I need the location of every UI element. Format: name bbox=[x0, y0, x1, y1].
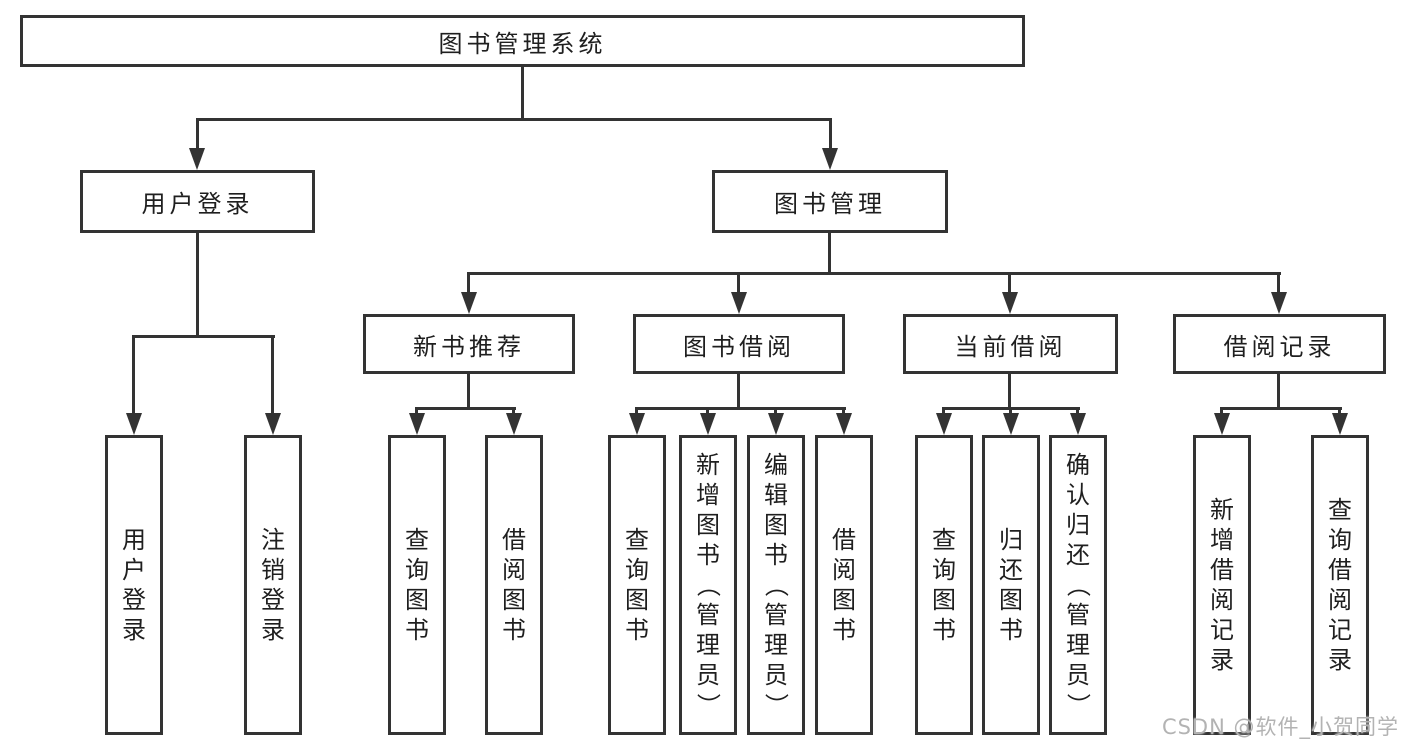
leaf-add-books-admin: 新增图书（管理员） bbox=[679, 435, 737, 735]
connector-stub bbox=[1008, 272, 1011, 298]
node-borrow-records: 借阅记录 bbox=[1173, 314, 1386, 374]
leaf-label: 注销登录 bbox=[261, 526, 285, 644]
node-label: 借阅记录 bbox=[1223, 332, 1336, 361]
connector-rail bbox=[1220, 407, 1342, 410]
arrow-down-icon bbox=[768, 413, 784, 435]
leaf-label: 归还图书 bbox=[999, 526, 1023, 644]
arrow-down-icon bbox=[506, 413, 522, 435]
node-library-management-system: 图书管理系统 bbox=[20, 15, 1025, 67]
node-label: 用户登录 bbox=[141, 190, 254, 218]
leaf-label: 借阅图书 bbox=[832, 526, 856, 644]
arrow-down-icon bbox=[936, 413, 952, 435]
arrow-down-icon bbox=[1070, 413, 1086, 435]
connector-rail bbox=[132, 335, 275, 338]
leaf-borrow-books: 借阅图书 bbox=[815, 435, 873, 735]
leaf-user-login: 用户登录 bbox=[105, 435, 163, 735]
leaf-add-borrow-record: 新增借阅记录 bbox=[1193, 435, 1251, 735]
leaf-label: 新增图书（管理员） bbox=[694, 451, 722, 717]
arrow-down-icon bbox=[409, 413, 425, 435]
connector-drop bbox=[1277, 372, 1280, 409]
arrow-down-icon bbox=[1003, 413, 1019, 435]
connector-stub bbox=[467, 272, 470, 298]
connector-stub bbox=[942, 407, 945, 417]
arrow-down-icon bbox=[1002, 292, 1018, 314]
connector-stub bbox=[1220, 407, 1223, 417]
connector-root-rail bbox=[196, 118, 832, 121]
arrow-down-icon bbox=[1271, 292, 1287, 314]
leaf-query-borrow-record: 查询借阅记录 bbox=[1311, 435, 1369, 735]
arrow-down-icon bbox=[700, 413, 716, 435]
connector-drop bbox=[467, 372, 470, 409]
connector-stub bbox=[512, 407, 515, 417]
connector-rail bbox=[635, 407, 846, 410]
arrow-down-icon bbox=[1214, 413, 1230, 435]
arrow-down-icon bbox=[265, 413, 281, 435]
connector-rail bbox=[467, 272, 1281, 275]
leaf-label: 借阅图书 bbox=[502, 526, 526, 644]
node-current-borrowing: 当前借阅 bbox=[903, 314, 1118, 374]
arrow-down-icon bbox=[1332, 413, 1348, 435]
leaf-query-books-borrowing: 查询图书 bbox=[608, 435, 666, 735]
node-label: 图书管理系统 bbox=[438, 29, 607, 58]
connector-drop bbox=[1008, 372, 1011, 409]
node-book-management: 图书管理 bbox=[712, 170, 948, 233]
node-label: 图书借阅 bbox=[683, 332, 795, 361]
connector-stub bbox=[829, 118, 832, 152]
node-label: 图书管理 bbox=[774, 190, 886, 218]
arrow-down-icon bbox=[629, 413, 645, 435]
connector-stub bbox=[415, 407, 418, 417]
leaf-label: 用户登录 bbox=[122, 526, 146, 644]
leaf-edit-books-admin: 编辑图书（管理员） bbox=[747, 435, 805, 735]
leaf-label: 查询图书 bbox=[625, 526, 649, 644]
leaf-label: 查询图书 bbox=[932, 526, 956, 644]
arrow-down-icon bbox=[461, 292, 477, 314]
node-user-login: 用户登录 bbox=[80, 170, 315, 233]
node-book-borrowing: 图书借阅 bbox=[633, 314, 845, 374]
leaf-label: 编辑图书（管理员） bbox=[762, 451, 790, 717]
connector-drop bbox=[737, 372, 740, 409]
connector-stub bbox=[1009, 407, 1012, 417]
leaf-label: 查询借阅记录 bbox=[1328, 496, 1352, 674]
connector-stub bbox=[737, 272, 740, 298]
connector-rail bbox=[415, 407, 516, 410]
arrow-down-icon bbox=[822, 148, 838, 170]
node-label: 当前借阅 bbox=[954, 332, 1067, 361]
connector-drop bbox=[196, 231, 199, 337]
leaf-query-books-current: 查询图书 bbox=[915, 435, 973, 735]
arrow-down-icon bbox=[731, 292, 747, 314]
arrow-down-icon bbox=[189, 148, 205, 170]
connector-stub bbox=[635, 407, 638, 417]
connector-stub bbox=[1076, 407, 1079, 417]
connector-stub bbox=[132, 335, 135, 420]
connector-stub bbox=[1277, 272, 1280, 298]
leaf-confirm-return-admin: 确认归还（管理员） bbox=[1049, 435, 1107, 735]
node-new-book-recommend: 新书推荐 bbox=[363, 314, 575, 374]
leaf-label: 查询图书 bbox=[405, 526, 429, 644]
node-label: 新书推荐 bbox=[413, 332, 525, 361]
leaf-return-books: 归还图书 bbox=[982, 435, 1040, 735]
leaf-label: 新增借阅记录 bbox=[1210, 496, 1234, 674]
leaf-borrow-books-recommend: 借阅图书 bbox=[485, 435, 543, 735]
connector-stub bbox=[1338, 407, 1341, 417]
connector-stub bbox=[774, 407, 777, 417]
leaf-logout: 注销登录 bbox=[244, 435, 302, 735]
connector-root-drop bbox=[521, 66, 524, 120]
leaf-query-books-recommend: 查询图书 bbox=[388, 435, 446, 735]
connector-stub bbox=[842, 407, 845, 417]
connector-stub bbox=[271, 335, 274, 420]
connector-drop bbox=[828, 231, 831, 275]
csdn-watermark: CSDN @软件_小贺同学 bbox=[1161, 715, 1399, 739]
leaf-label: 确认归还（管理员） bbox=[1064, 451, 1092, 717]
arrow-down-icon bbox=[836, 413, 852, 435]
arrow-down-icon bbox=[126, 413, 142, 435]
connector-stub bbox=[706, 407, 709, 417]
connector-stub bbox=[196, 118, 199, 152]
